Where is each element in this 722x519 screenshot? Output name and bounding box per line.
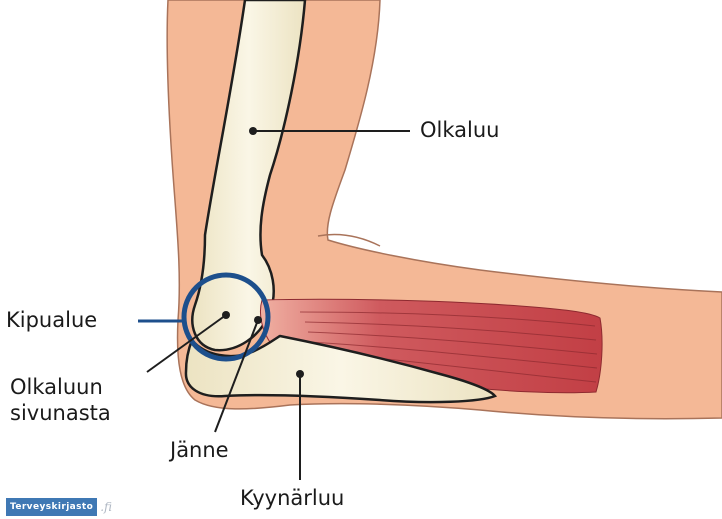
label-tendon: Jänne — [170, 438, 229, 463]
terveyskirjasto-logo: Terveyskirjasto .fi — [6, 497, 112, 517]
label-pain-area: Kipualue — [6, 308, 97, 333]
logo-wordmark: Terveyskirjasto — [6, 498, 97, 516]
label-epicondyle: Olkaluun sivunasta — [10, 374, 111, 426]
logo-suffix: .fi — [100, 500, 112, 514]
label-ulna: Kyynärluu — [240, 486, 344, 511]
label-humerus: Olkaluu — [420, 118, 499, 143]
